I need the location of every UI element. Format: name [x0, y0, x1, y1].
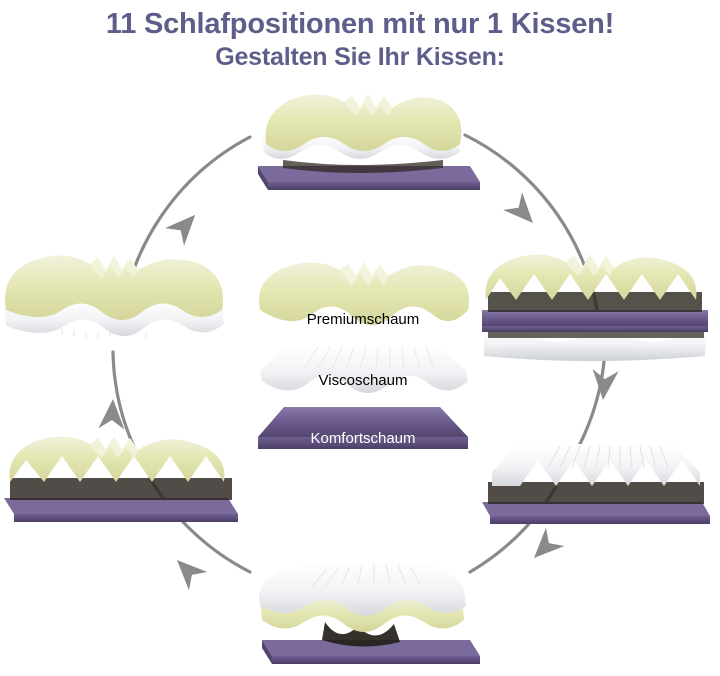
premium-layer: [485, 254, 697, 300]
pillow-node-right-lower: [474, 438, 718, 534]
arrow-bottom-right: [534, 527, 565, 558]
pillow-node-left-lower: [0, 430, 252, 532]
komfort-layer: [482, 310, 708, 332]
premium-layer: [265, 94, 462, 151]
arrow-top-left: [165, 215, 195, 246]
arrow-bottom-left: [177, 560, 208, 591]
legend-layer-premium: Premiumschaum: [248, 258, 478, 340]
pillow-node-right-upper: [470, 248, 720, 370]
visco-layer: [492, 444, 700, 486]
pillow-node-left-upper: [0, 248, 242, 358]
page-subtitle: Gestalten Sie Ihr Kissen:: [215, 43, 505, 72]
pillow-node-top: [228, 86, 492, 194]
komfort-layer: [4, 498, 238, 522]
komfort-layer: [482, 502, 710, 524]
visco-layer: [484, 330, 706, 361]
komfort-layer: [258, 166, 480, 190]
page-title: 11 Schlafpositionen mit nur 1 Kissen!: [105, 8, 615, 40]
visco-layer: [258, 561, 466, 616]
foam-layer-legend: Premiumschaum Viscoschaum: [248, 258, 478, 458]
headings-block: 11 Schlafpositionen mit nur 1 Kissen! Ge…: [0, 0, 720, 71]
arrow-top-right: [503, 192, 533, 223]
pillow-node-bottom: [230, 556, 492, 672]
ring-arrowheads: [98, 192, 619, 591]
legend-layer-visco: Viscoschaum: [248, 341, 478, 403]
premium-layer: [9, 436, 225, 482]
legend-layer-komfort: Komfortschaum: [248, 405, 478, 457]
komfort-layer: [262, 640, 480, 664]
premium-layer: [5, 255, 224, 320]
arrow-right: [592, 368, 619, 400]
arrow-left: [98, 399, 125, 430]
